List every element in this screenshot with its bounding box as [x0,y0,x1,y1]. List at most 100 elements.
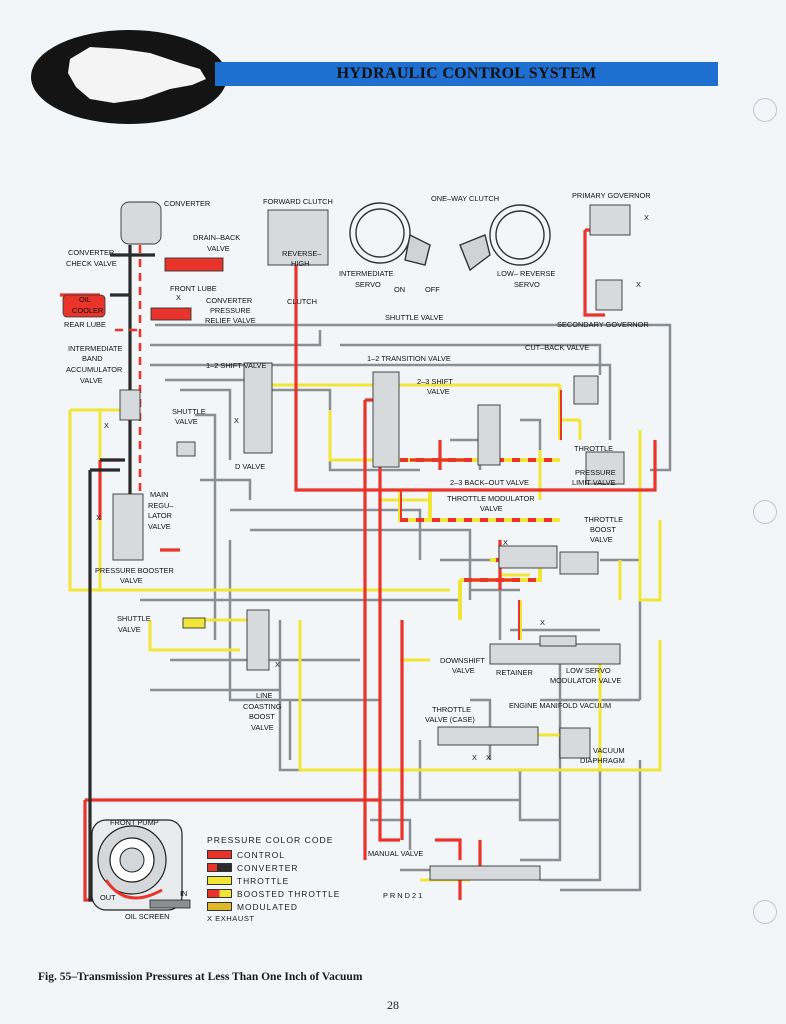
label-main-reg: MAIN [150,490,168,499]
label-tpl: PRESSURE [575,468,616,477]
label-tpl-2: LIMIT VALVE [572,478,616,487]
label-tb-2: BOOST [590,525,616,534]
label-forward-clutch: FORWARD CLUTCH [263,197,333,206]
label-cprv-3: RELIEF VALVE [205,316,256,325]
label-vd: VACUUM [593,746,624,755]
page-title: HYDRAULIC CONTROL SYSTEM [336,65,597,82]
label-on: ON [394,285,405,294]
label-downshift-2: VALVE [452,666,475,675]
label-tvc-2: VALVE (CASE) [425,715,475,724]
label-vd-2: DIAPHRAGM [580,756,625,765]
exhaust-mark: X [472,753,477,762]
label-rear-lube: REAR LUBE [64,320,106,329]
label-tvc: THROTTLE [432,705,471,714]
label-lcb-3: BOOST [249,712,275,721]
label-drain-back: DRAIN–BACK [193,233,240,242]
exhaust-mark: X [644,213,649,222]
label-pump-in: IN [180,889,187,898]
throttle-passages [68,383,662,882]
label-reverse-high-2: HIGH [291,259,309,268]
label-low-reverse: LOW– REVERSE [497,269,555,278]
pressure-legend: PRESSURE COLOR CODE CONTROL CONVERTER TH… [207,835,377,923]
label-23-backout: 2–3 BACK–OUT VALVE [450,478,529,487]
binder-hole-top [753,98,777,122]
label-int-band-4: VALVE [80,376,103,385]
label-main-reg-2: REGU– [148,501,174,510]
exhaust-mark: X [636,280,641,289]
label-primary-governor: PRIMARY GOVERNOR [572,191,651,200]
label-int-band: INTERMEDIATE [68,344,123,353]
front-pump [91,819,191,911]
label-12-shift: 1–2 SHIFT VALVE [206,361,266,370]
label-oil-cooler: OIL [79,295,91,304]
label-throttle: THROTTLE [574,444,613,453]
label-pbv: PRESSURE BOOSTER [95,566,174,575]
exhaust-mark: X [104,421,109,430]
legend-item-control: CONTROL [207,848,377,861]
legend-label: MODULATED [237,901,298,912]
label-lcb-2: COASTING [243,702,282,711]
label-lsm: LOW SERVO [566,666,611,675]
exhaust-mark: X [96,513,101,522]
exhaust-mark: X [486,753,491,762]
page-number: 28 [387,998,399,1012]
label-oil-screen: OIL SCREEN [125,912,170,921]
label-cut-back: CUT–BACK VALVE [525,343,589,352]
legend-swatch-control [207,850,232,859]
label-converter: CONVERTER [164,199,210,208]
label-downshift: DOWNSHIFT [440,656,485,665]
label-lcb: LINE [256,691,273,700]
legend-swatch-boosted [207,889,232,898]
label-tmv-2: VALVE [480,504,503,513]
servo-drums [349,202,551,272]
transmission-emblem [30,29,228,125]
exhaust-mark: X [176,293,181,302]
legend-label: THROTTLE [237,875,290,886]
label-tb: THROTTLE [584,515,623,524]
label-lsm-2: MODULATOR VALVE [550,676,621,685]
exhaust-mark: X [234,416,239,425]
label-prnd: P R N D 2 1 [383,891,422,900]
legend-swatch-modulated [207,902,232,911]
labels: CONVERTER FORWARD CLUTCH ONE–WAY CLUTCH … [64,191,651,921]
boosted-throttle-passages [380,390,562,640]
legend-label: CONVERTER [237,862,299,873]
label-front-lube: FRONT LUBE [170,284,217,293]
label-cprv: CONVERTER [206,296,252,305]
label-converter-check: CONVERTER [68,248,114,257]
legend-label: BOOSTED THROTTLE [237,888,341,899]
oil-cooler [62,294,106,318]
converter-feed-dash [115,245,142,520]
legend-item-modulated: MODULATED [207,900,377,913]
legend-item-converter: CONVERTER [207,861,377,874]
legend-exhaust: X EXHAUST [207,914,255,923]
legend-swatch-converter [207,863,232,872]
label-converter-check-valve: CHECK VALVE [66,259,117,268]
label-one-way-clutch: ONE–WAY CLUTCH [431,194,499,203]
label-23-shift: 2–3 SHIFT [417,377,453,386]
label-int-servo-2: SERVO [355,280,381,289]
valve-bodies [112,201,631,881]
label-secondary-governor: SECONDARY GOVERNOR [557,320,649,329]
figure-caption: Fig. 55–Transmission Pressures at Less T… [38,971,363,983]
label-main-reg-3: LATOR [148,511,172,520]
label-oil-cooler-2: COOLER [72,306,103,315]
label-shuttle-left: SHUTTLE [172,407,206,416]
label-lcb-4: VALVE [251,723,274,732]
exhaust-mark: X [540,618,545,627]
exhaust-mark: X [503,538,508,547]
label-front-pump: FRONT PUMP [110,818,159,827]
label-d2-valve: D VALVE [235,462,265,471]
label-off: OFF [425,285,440,294]
label-main-reg-4: VALVE [148,522,171,531]
label-drain-back-valve: VALVE [207,244,230,253]
label-shuttle-low: SHUTTLE [117,614,151,623]
legend-title: PRESSURE COLOR CODE [207,835,334,845]
label-manual-valve: MANUAL VALVE [368,849,423,858]
legend-item-boosted-throttle: BOOSTED THROTTLE [207,887,377,900]
legend-label: CONTROL [237,849,285,860]
label-cprv-2: PRESSURE [210,306,251,315]
binder-hole-bottom [753,900,777,924]
label-tb-3: VALVE [590,535,613,544]
label-pbv-2: VALVE [120,576,143,585]
